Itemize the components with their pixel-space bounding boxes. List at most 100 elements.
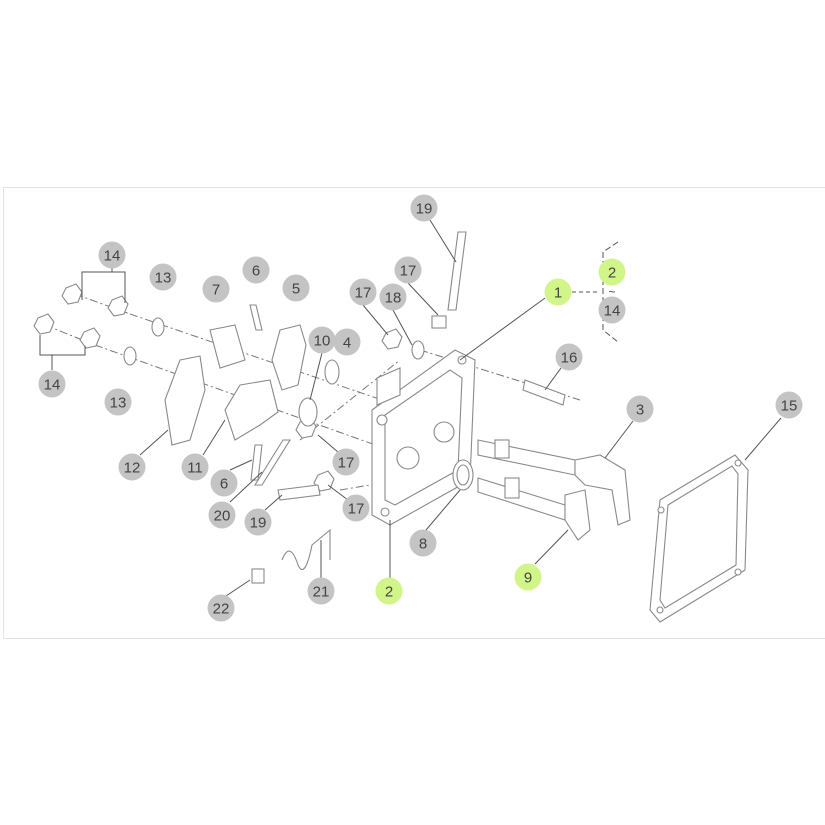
callout-19[interactable]: 19 bbox=[410, 194, 438, 222]
callout-label: 6 bbox=[220, 476, 228, 493]
callout-circle bbox=[514, 563, 542, 591]
callout-17[interactable]: 17 bbox=[342, 494, 370, 522]
callout-label: 6 bbox=[252, 263, 260, 280]
callout-circle bbox=[104, 388, 132, 416]
callout-label: 13 bbox=[155, 270, 172, 287]
callout-circle bbox=[308, 326, 336, 354]
callout-label: 7 bbox=[212, 282, 220, 299]
callout-circle bbox=[244, 508, 272, 536]
callout-2[interactable]: 2 bbox=[375, 577, 403, 605]
callout-label: 3 bbox=[636, 402, 644, 419]
callout-9[interactable]: 9 bbox=[514, 563, 542, 591]
callout-21[interactable]: 21 bbox=[307, 577, 335, 605]
callout-10[interactable]: 10 bbox=[308, 326, 336, 354]
callout-label: 16 bbox=[561, 350, 578, 367]
callout-label: 14 bbox=[604, 303, 621, 320]
callout-circle bbox=[307, 577, 335, 605]
callout-circle bbox=[379, 283, 407, 311]
callout-circle bbox=[282, 274, 310, 302]
callout-6[interactable]: 6 bbox=[210, 469, 238, 497]
callout-label: 21 bbox=[313, 584, 330, 601]
callout-circle bbox=[598, 258, 626, 286]
callout-20[interactable]: 20 bbox=[208, 501, 236, 529]
callout-circle bbox=[98, 241, 126, 269]
callout-label: 4 bbox=[343, 335, 351, 352]
callout-13[interactable]: 13 bbox=[149, 263, 177, 291]
callout-15[interactable]: 15 bbox=[775, 391, 803, 419]
callout-12[interactable]: 12 bbox=[118, 453, 146, 481]
callout-5[interactable]: 5 bbox=[282, 274, 310, 302]
callout-circle bbox=[349, 278, 377, 306]
range-separator: ~ bbox=[608, 285, 615, 299]
callout-18[interactable]: 18 bbox=[379, 283, 407, 311]
callout-14[interactable]: 14 bbox=[98, 241, 126, 269]
callout-circle bbox=[208, 501, 236, 529]
callout-label: 11 bbox=[187, 460, 203, 477]
callout-label: 2 bbox=[608, 265, 616, 282]
callout-14[interactable]: 14 bbox=[598, 296, 626, 324]
callout-label: 18 bbox=[385, 290, 402, 307]
diagram-frame bbox=[3, 187, 825, 639]
callout-label: 12 bbox=[124, 460, 141, 477]
callout-17[interactable]: 17 bbox=[332, 448, 360, 476]
callout-circle bbox=[544, 278, 572, 306]
callout-8[interactable]: 8 bbox=[409, 529, 437, 557]
callout-3[interactable]: 3 bbox=[626, 395, 654, 423]
callout-11[interactable]: 11 bbox=[181, 453, 209, 481]
callout-label: 19 bbox=[416, 201, 433, 218]
callout-circle bbox=[118, 453, 146, 481]
callout-label: 14 bbox=[104, 248, 121, 265]
callout-17[interactable]: 17 bbox=[394, 256, 422, 284]
callout-7[interactable]: 7 bbox=[202, 275, 230, 303]
callout-circle bbox=[626, 395, 654, 423]
callout-circle bbox=[149, 263, 177, 291]
callout-circle bbox=[332, 448, 360, 476]
callout-label: 15 bbox=[781, 398, 798, 415]
callout-label: 17 bbox=[348, 501, 365, 518]
part-nuts bbox=[33, 283, 425, 492]
callout-label: 14 bbox=[44, 377, 61, 394]
callout-label: 9 bbox=[524, 570, 532, 587]
part-pin-19-top bbox=[431, 231, 467, 329]
callout-6[interactable]: 6 bbox=[242, 256, 270, 284]
callout-circle bbox=[375, 577, 403, 605]
callout-label: 8 bbox=[419, 536, 427, 553]
callout-circle bbox=[342, 494, 370, 522]
callout-label: 17 bbox=[400, 263, 417, 280]
callout-label: 22 bbox=[213, 601, 230, 618]
callout-label: 2 bbox=[385, 584, 393, 601]
callout-circle bbox=[38, 370, 66, 398]
part-shaft-9 bbox=[477, 477, 591, 541]
callout-label: 19 bbox=[250, 515, 267, 532]
callout-circle bbox=[555, 343, 583, 371]
callout-2[interactable]: 2 bbox=[598, 258, 626, 286]
callout-circle bbox=[202, 275, 230, 303]
callout-label: 17 bbox=[338, 455, 355, 472]
callout-circle bbox=[409, 529, 437, 557]
callout-circle bbox=[242, 256, 270, 284]
callout-circle bbox=[333, 328, 361, 356]
callout-label: 17 bbox=[355, 285, 372, 302]
part-levers bbox=[164, 304, 340, 584]
part-gasket-15 bbox=[649, 454, 749, 623]
callout-1[interactable]: 1 bbox=[544, 278, 572, 306]
callout-13[interactable]: 13 bbox=[104, 388, 132, 416]
callout-16[interactable]: 16 bbox=[555, 343, 583, 371]
part-shaft-3 bbox=[477, 439, 631, 526]
callout-label: 20 bbox=[214, 508, 231, 525]
callout-label: 1 bbox=[554, 285, 562, 302]
callout-17[interactable]: 17 bbox=[349, 278, 377, 306]
callout-circle bbox=[394, 256, 422, 284]
callout-label: 13 bbox=[110, 395, 127, 412]
callout-circle bbox=[598, 296, 626, 324]
part-ring-8 bbox=[452, 459, 474, 491]
callout-circle bbox=[410, 194, 438, 222]
callout-19[interactable]: 19 bbox=[244, 508, 272, 536]
leader-lines bbox=[39, 219, 782, 597]
callout-14[interactable]: 14 bbox=[38, 370, 66, 398]
callout-22[interactable]: 22 bbox=[207, 594, 235, 622]
callout-circle bbox=[181, 453, 209, 481]
callout-4[interactable]: 4 bbox=[333, 328, 361, 356]
